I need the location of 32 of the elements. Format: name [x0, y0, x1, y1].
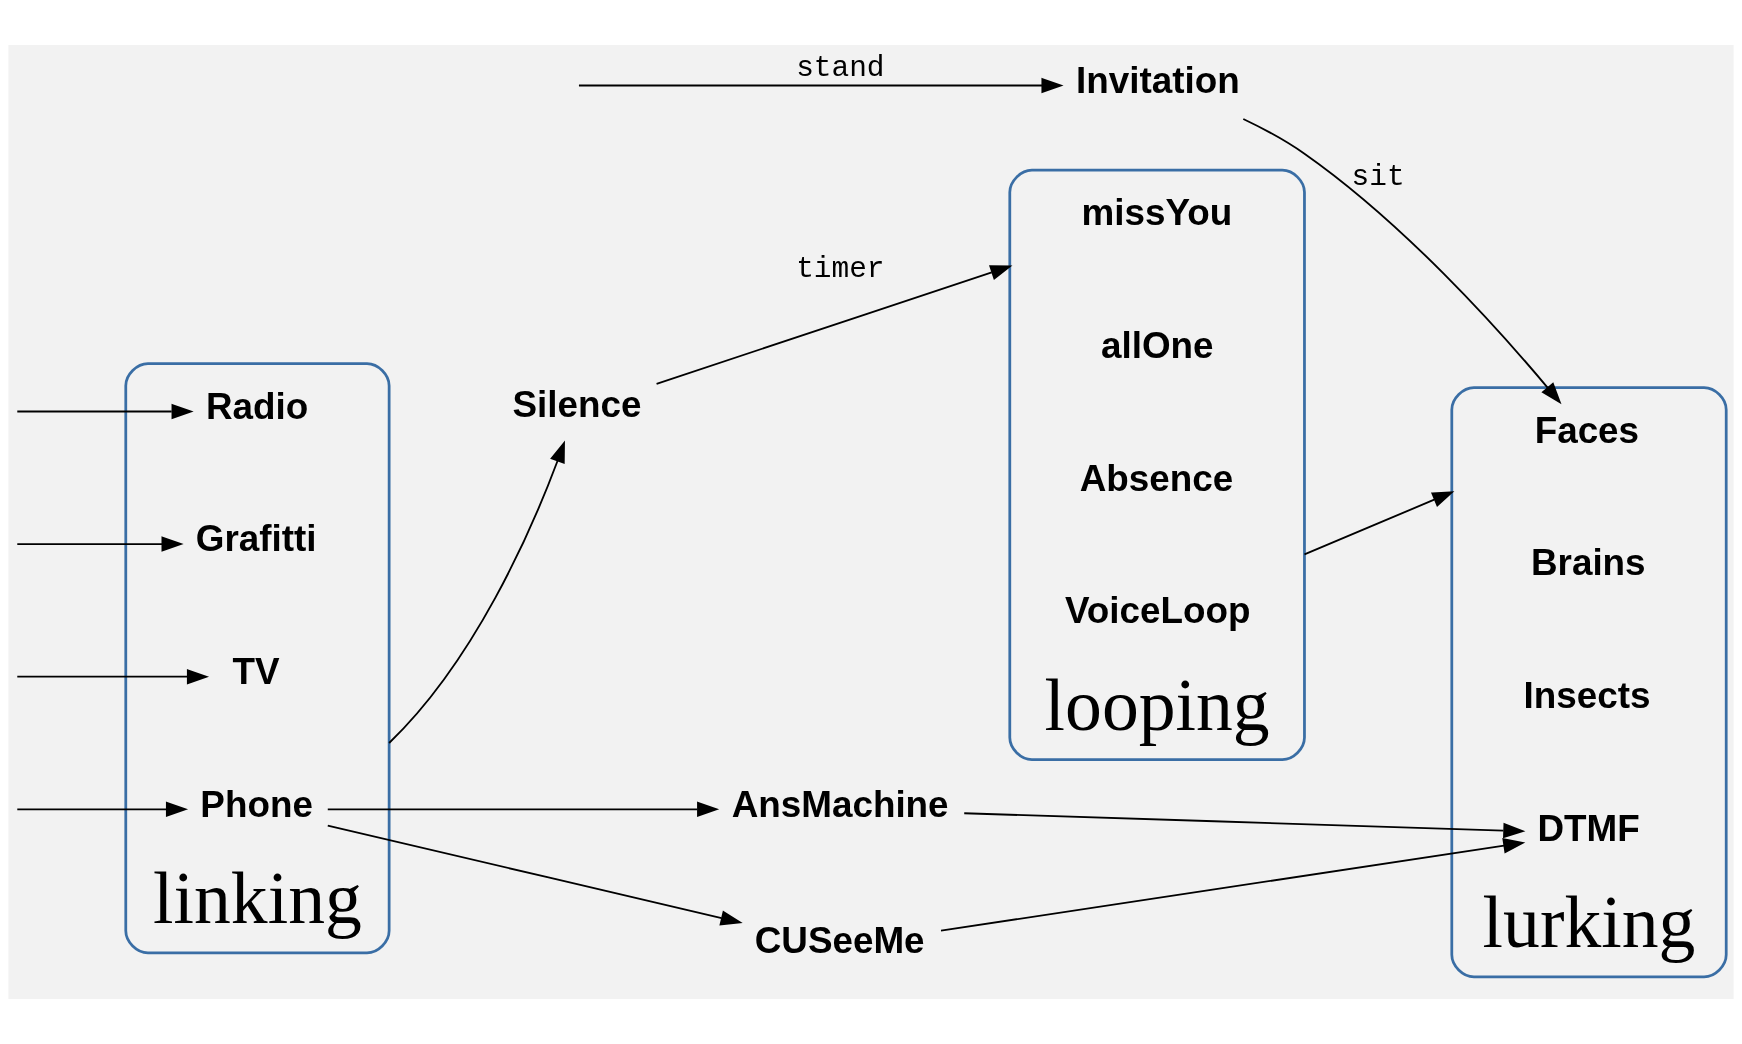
arrow [940, 838, 1526, 932]
arrow [326, 824, 743, 926]
node-text: missYou [1081, 192, 1233, 234]
node-text: Brains [1530, 542, 1646, 584]
node-text: Silence [512, 384, 642, 426]
edge-label: timer [796, 251, 885, 286]
node-text: VoiceLoop [1065, 590, 1251, 632]
arrow [16, 801, 189, 818]
arrow [326, 801, 720, 818]
node-text: AnsMachine [731, 783, 949, 825]
node-text: Phone [200, 783, 313, 825]
node-text: Invitation [1076, 59, 1240, 101]
edge-label: stand [796, 50, 885, 85]
arrow [16, 403, 194, 420]
node-text: Insects [1523, 675, 1651, 717]
node-text: Radio [205, 385, 309, 427]
arrow [16, 536, 184, 552]
arrow [388, 440, 565, 744]
arrow [16, 668, 210, 685]
arrow [1303, 491, 1455, 556]
node-text: Absence [1079, 457, 1234, 499]
node-text: Faces [1534, 409, 1640, 451]
arrow [963, 812, 1526, 839]
node-text: DTMF [1537, 807, 1640, 849]
arrow [655, 265, 1013, 385]
node-text: allOne [1100, 325, 1214, 367]
node-text: CUSeeMe [754, 919, 925, 961]
node-text: TV [232, 651, 280, 693]
arrow [1242, 118, 1562, 405]
arrow [578, 77, 1064, 94]
node-text: Grafitti [195, 518, 317, 560]
edge-label: sit [1351, 159, 1405, 194]
